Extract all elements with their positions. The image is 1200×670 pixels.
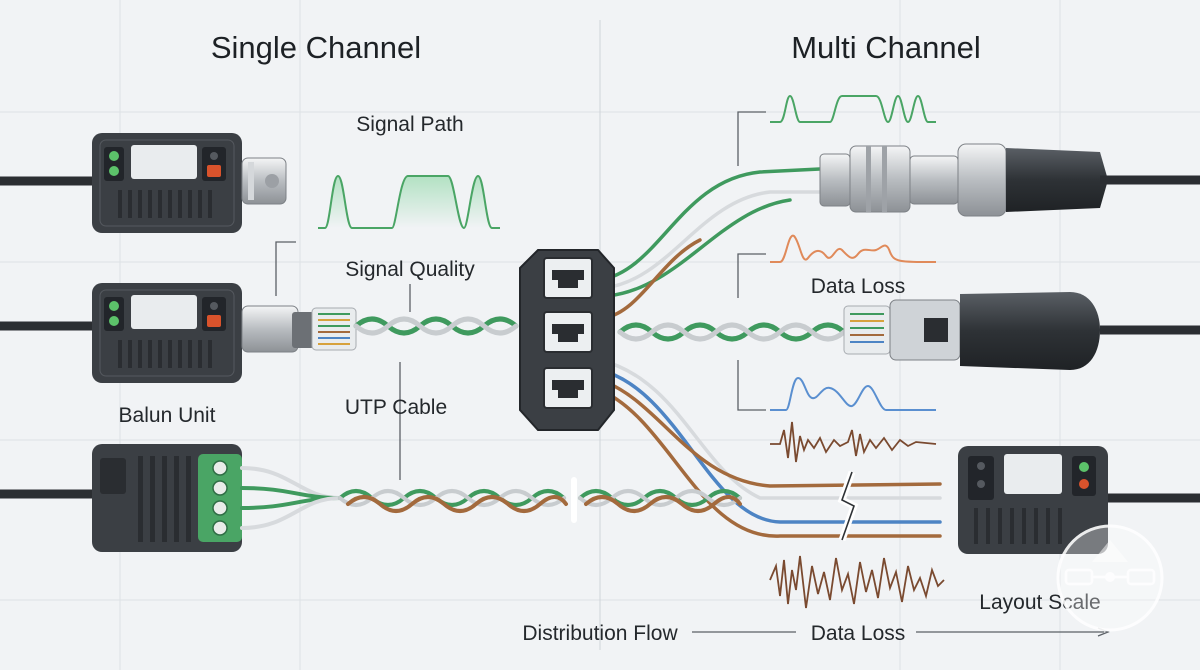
multi-blue-waveform <box>770 376 936 411</box>
balun-unit-bottom <box>92 444 242 552</box>
label-signal-path: Signal Path <box>356 113 463 136</box>
noise-waveform-upper <box>770 421 937 463</box>
bnc-connector-icon <box>819 143 1200 217</box>
label-balun-unit: Balun Unit <box>119 404 216 427</box>
terminal-block-icon <box>198 454 242 542</box>
callout-lines <box>275 111 1110 637</box>
label-layout-scale: Layout Scale <box>979 591 1100 614</box>
rj45-splitter-icon <box>519 249 615 431</box>
twisted-pair-middle <box>353 316 847 342</box>
label-distribution-flow: Distribution Flow <box>522 622 678 645</box>
label-signal-quality: Signal Quality <box>345 258 475 281</box>
single-channel-title: Single Channel <box>211 30 421 65</box>
multi-channel-title: Multi Channel <box>791 30 981 65</box>
noise-waveform-lower <box>769 555 945 609</box>
splitter-output-wires <box>598 166 942 538</box>
multi-orange-waveform <box>770 234 937 263</box>
label-data-loss-bottom: Data Loss <box>811 622 906 645</box>
label-data-loss-upper: Data Loss <box>811 275 906 298</box>
balun-unit-middle <box>92 283 357 383</box>
label-utp-cable: UTP Cable <box>345 396 447 419</box>
rj45-plug-icon <box>843 292 1200 370</box>
watermark-badge-icon <box>1056 524 1164 632</box>
signal-path-waveform <box>318 174 500 230</box>
input-cables <box>0 176 97 499</box>
twisted-pair-bottom <box>240 466 742 530</box>
balun-unit-right <box>958 446 1200 554</box>
balun-unit-top <box>92 133 287 233</box>
multi-green-waveform <box>770 94 936 124</box>
